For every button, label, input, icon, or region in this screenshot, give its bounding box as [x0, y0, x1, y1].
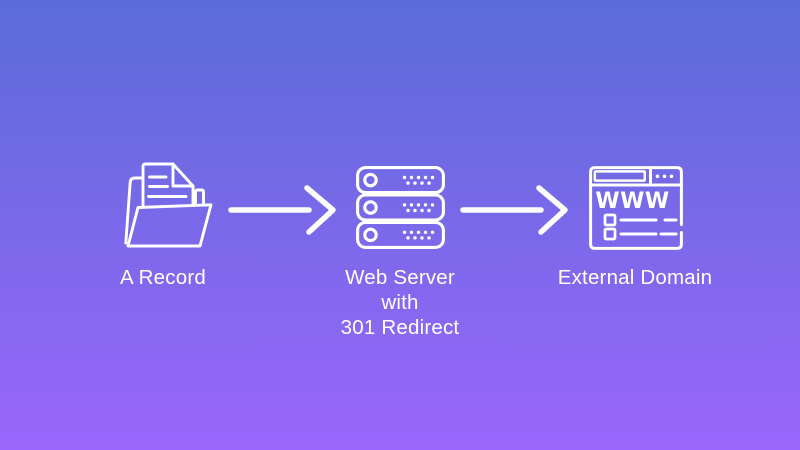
node-label-a-record: A Record [120, 266, 206, 289]
browser-window-icon: WWW [589, 166, 683, 250]
label-line: 301 Redirect [340, 316, 460, 339]
document-folder-icon [111, 146, 221, 261]
arrow-right-icon [460, 184, 570, 236]
arrow-right-icon [228, 184, 338, 236]
www-text: WWW [595, 189, 669, 214]
label-line: Web Server [345, 266, 455, 289]
label-line: with [381, 291, 419, 314]
server-stack-icon [356, 166, 445, 249]
node-label-external-domain: External Domain [557, 266, 713, 289]
node-label-web-server: Web Server with 301 Redirect [297, 265, 503, 340]
